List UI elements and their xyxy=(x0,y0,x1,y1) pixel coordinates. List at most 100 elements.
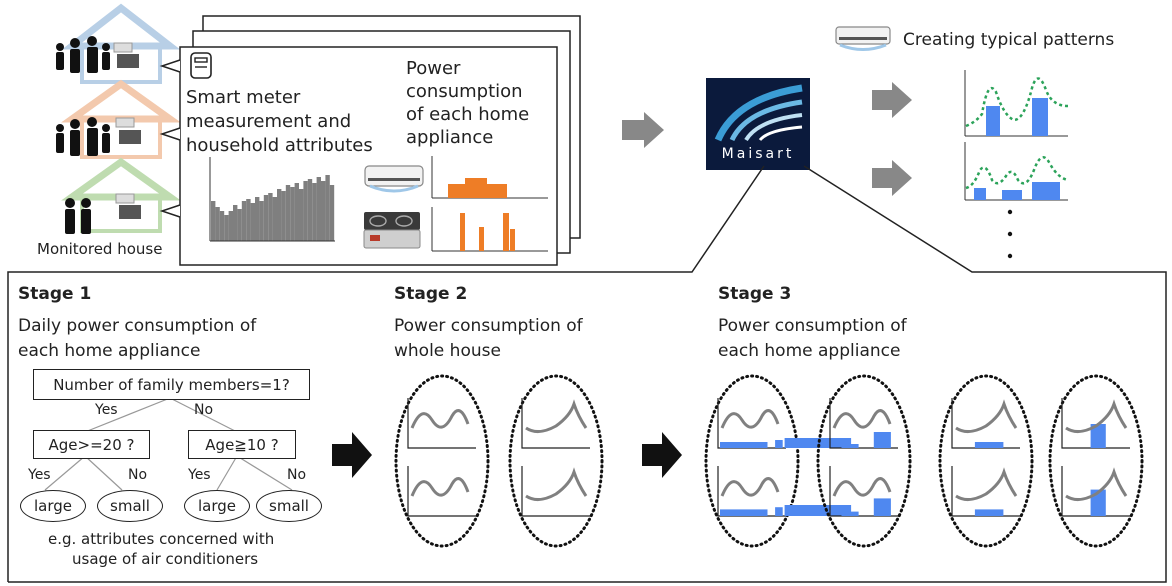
cluster-appliance-bar xyxy=(720,509,768,516)
cluster-appliance-bar xyxy=(841,444,859,448)
appliance-title-line-4: appliance xyxy=(406,127,494,148)
cluster-appliance-bar xyxy=(784,505,852,516)
appliance-chart-ac xyxy=(431,156,548,199)
smart-meter-bar xyxy=(224,215,229,241)
cluster-ellipse xyxy=(704,374,800,548)
maisart-logo: Maisart xyxy=(706,78,810,170)
smart-meter-bar xyxy=(250,203,255,241)
cluster-curve xyxy=(832,409,892,429)
smart-meter-bar xyxy=(329,185,335,241)
induction-cooker-icon xyxy=(363,212,421,249)
smart-meter-bar xyxy=(294,183,299,241)
smart-meter-bar xyxy=(299,189,304,241)
smart-meter-bar xyxy=(246,199,251,241)
arrow-right-icon-lower xyxy=(872,160,912,196)
cluster-chart-axis xyxy=(407,398,476,449)
cluster-curve xyxy=(955,399,1018,433)
smart-meter-bar xyxy=(233,205,238,241)
cluster-chart-axis xyxy=(407,466,476,517)
cluster-appliance-bar xyxy=(784,438,852,448)
smart-meter-bar xyxy=(312,183,317,241)
cluster-appliance-bar xyxy=(775,440,783,448)
card-title-line-2: measurement and xyxy=(186,111,352,132)
smart-meter-bar xyxy=(219,211,225,241)
cluster-ellipse xyxy=(508,374,604,548)
tree-leaf-small-1: small xyxy=(97,490,163,522)
cluster-curve xyxy=(832,477,892,497)
cluster-curve xyxy=(720,409,780,429)
arrow-right-icon xyxy=(622,112,664,148)
stage1-title: Stage 1 xyxy=(18,284,92,304)
tree-root-node: Number of family members=1? xyxy=(33,369,310,400)
tree-left-node: Age>=20 ? xyxy=(33,430,150,459)
smart-meter-bar xyxy=(281,191,286,241)
cluster-curve xyxy=(955,467,1018,501)
cluster-appliance-bar xyxy=(873,498,891,516)
smart-meter-bar xyxy=(277,189,282,241)
appliance-title-line-2: consumption xyxy=(406,81,523,102)
cluster-chart-axis xyxy=(951,466,1020,517)
cluster-ellipse xyxy=(938,374,1034,548)
smart-meter-bar xyxy=(255,197,260,241)
smart-meter-bar xyxy=(272,197,277,241)
appliance-title-line-3: of each home xyxy=(406,104,530,125)
stage1-subtitle-line-1: Daily power consumption of xyxy=(18,316,257,336)
stage1-subtitle-line-2: each home appliance xyxy=(18,341,201,361)
tree-right-no: No xyxy=(287,467,307,483)
smart-meter-bar xyxy=(307,179,313,241)
smart-meter-bar xyxy=(316,177,321,241)
smart-meter-bar xyxy=(215,207,220,241)
cluster-curve xyxy=(720,477,780,497)
cluster-appliance-bar xyxy=(720,442,768,448)
smart-meter-bar xyxy=(285,185,291,241)
tree-right-yes: Yes xyxy=(188,467,211,483)
smart-meter-bar xyxy=(237,209,242,241)
smart-meter-bar xyxy=(211,201,216,241)
smart-meter-bar xyxy=(268,193,273,241)
smart-meter-chart xyxy=(209,157,335,242)
arrow-right-icon-upper xyxy=(872,82,912,118)
cluster-appliance-bar xyxy=(873,432,891,448)
stage3-title: Stage 3 xyxy=(718,284,792,304)
cluster-chart-axis xyxy=(1061,466,1130,517)
smart-meter-bar xyxy=(290,187,295,241)
stage1-note-line-2: usage of air conditioners xyxy=(72,550,259,568)
appliance-title-line-1: Power xyxy=(406,58,461,79)
tree-leaf-small-2: small xyxy=(256,490,322,522)
cluster-ellipse xyxy=(816,374,912,548)
tree-left-no: No xyxy=(128,467,148,483)
tree-root-yes: Yes xyxy=(95,402,118,418)
smart-meter-bar xyxy=(263,195,269,241)
tree-root-no: No xyxy=(194,402,214,418)
cluster-appliance-bar xyxy=(1090,424,1106,448)
tree-leaf-large-1: large xyxy=(20,490,86,522)
card-title-line-1: Smart meter xyxy=(186,87,301,108)
cluster-appliance-bar xyxy=(841,511,859,516)
typical-pattern-chart-1 xyxy=(964,70,1069,137)
stage3-subtitle-line-1: Power consumption of xyxy=(718,316,907,336)
smart-meter-bar xyxy=(228,211,233,241)
typical-pattern-chart-2 xyxy=(964,142,1069,201)
tree-right-node: Age≧10 ? xyxy=(188,430,296,459)
arrow-right-icon-stage1 xyxy=(332,432,372,478)
smart-meter-bar xyxy=(325,175,330,241)
cluster-appliance-bar xyxy=(974,442,1004,448)
smart-meter-bar xyxy=(241,201,247,241)
stage1-note-line-1: e.g. attributes concerned with xyxy=(48,530,275,548)
tree-leaf-large-2: large xyxy=(184,490,250,522)
cluster-chart-axis xyxy=(521,398,590,449)
tree-left-yes: Yes xyxy=(28,467,51,483)
typical-patterns-label: Creating typical patterns xyxy=(903,30,1115,50)
cluster-appliance-bar xyxy=(775,507,783,516)
cluster-curve xyxy=(410,477,470,497)
monitored-house-label: Monitored house xyxy=(37,240,163,258)
smart-meter-bar xyxy=(259,201,264,241)
air-conditioner-icon xyxy=(364,165,424,193)
appliance-chart-cooker xyxy=(431,207,548,252)
cluster-curve xyxy=(1065,399,1128,433)
cluster-appliance-bar xyxy=(974,509,1004,516)
